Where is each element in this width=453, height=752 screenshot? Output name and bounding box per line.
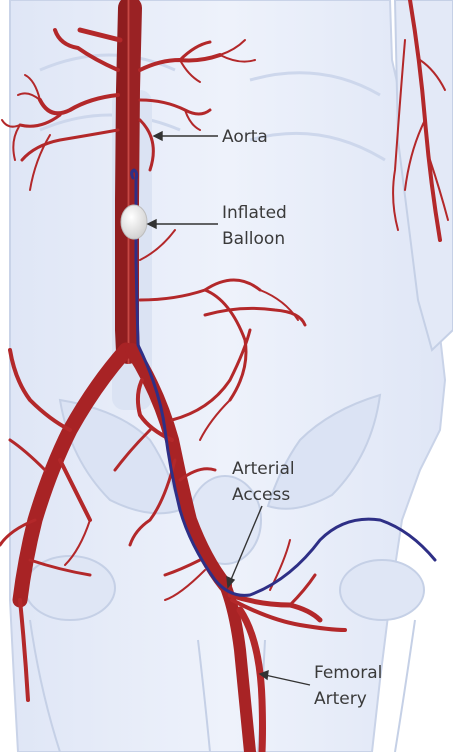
femoral-artery-label-line2: Artery — [314, 689, 367, 709]
aorta — [127, 8, 130, 352]
arterial-access-label-line2: Access — [232, 485, 290, 505]
balloon-label-line1: Inflated — [222, 203, 287, 223]
inflated-balloon — [121, 205, 147, 239]
femoral-artery-label-line1: Femoral — [314, 663, 382, 683]
arterial-access-label-line1: Arterial — [232, 459, 295, 479]
balloon-label-line2: Balloon — [222, 229, 285, 249]
aorta-label: Aorta — [222, 127, 268, 147]
